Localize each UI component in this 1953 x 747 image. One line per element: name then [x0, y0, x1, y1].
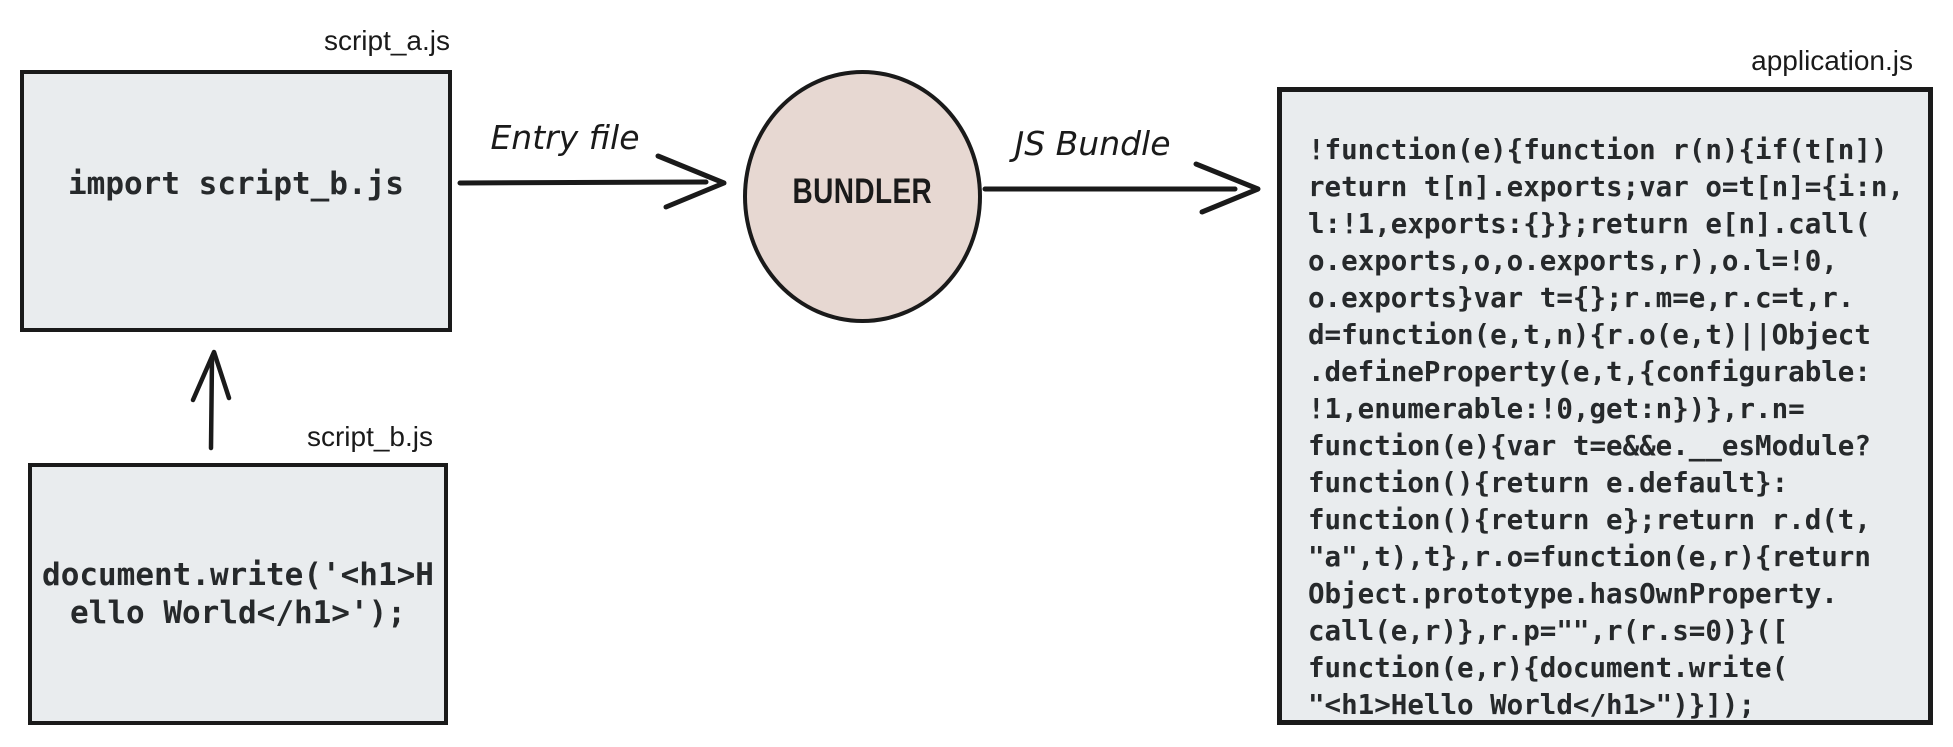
bundler-node: BUNDLER [743, 70, 982, 323]
application-node: !function(e){function r(n){if(t[n]) retu… [1277, 87, 1933, 725]
script-b-node: document.write('<h1>Hello World</h1>'); [28, 463, 448, 725]
entry-file-arrow-label: Entry file [490, 118, 640, 157]
entry-right-arrow-icon [457, 153, 727, 210]
bundler-label: BUNDLER [792, 171, 933, 211]
script-b-filename-label: script_b.js [306, 421, 433, 452]
application-code: !function(e){function r(n){if(t[n]) retu… [1308, 134, 1905, 721]
js-bundle-arrow-label: JS Bundle [1014, 124, 1171, 163]
application-filename-label: application.js [1751, 45, 1913, 76]
script-b-code: document.write('<h1>Hello World</h1>'); [42, 557, 434, 631]
bundle-right-arrow-icon [982, 161, 1261, 215]
script-a-filename-label: script_a.js [323, 25, 450, 56]
script-a-code: import script_b.js [68, 166, 404, 202]
script-a-node: import script_b.js [20, 70, 452, 332]
